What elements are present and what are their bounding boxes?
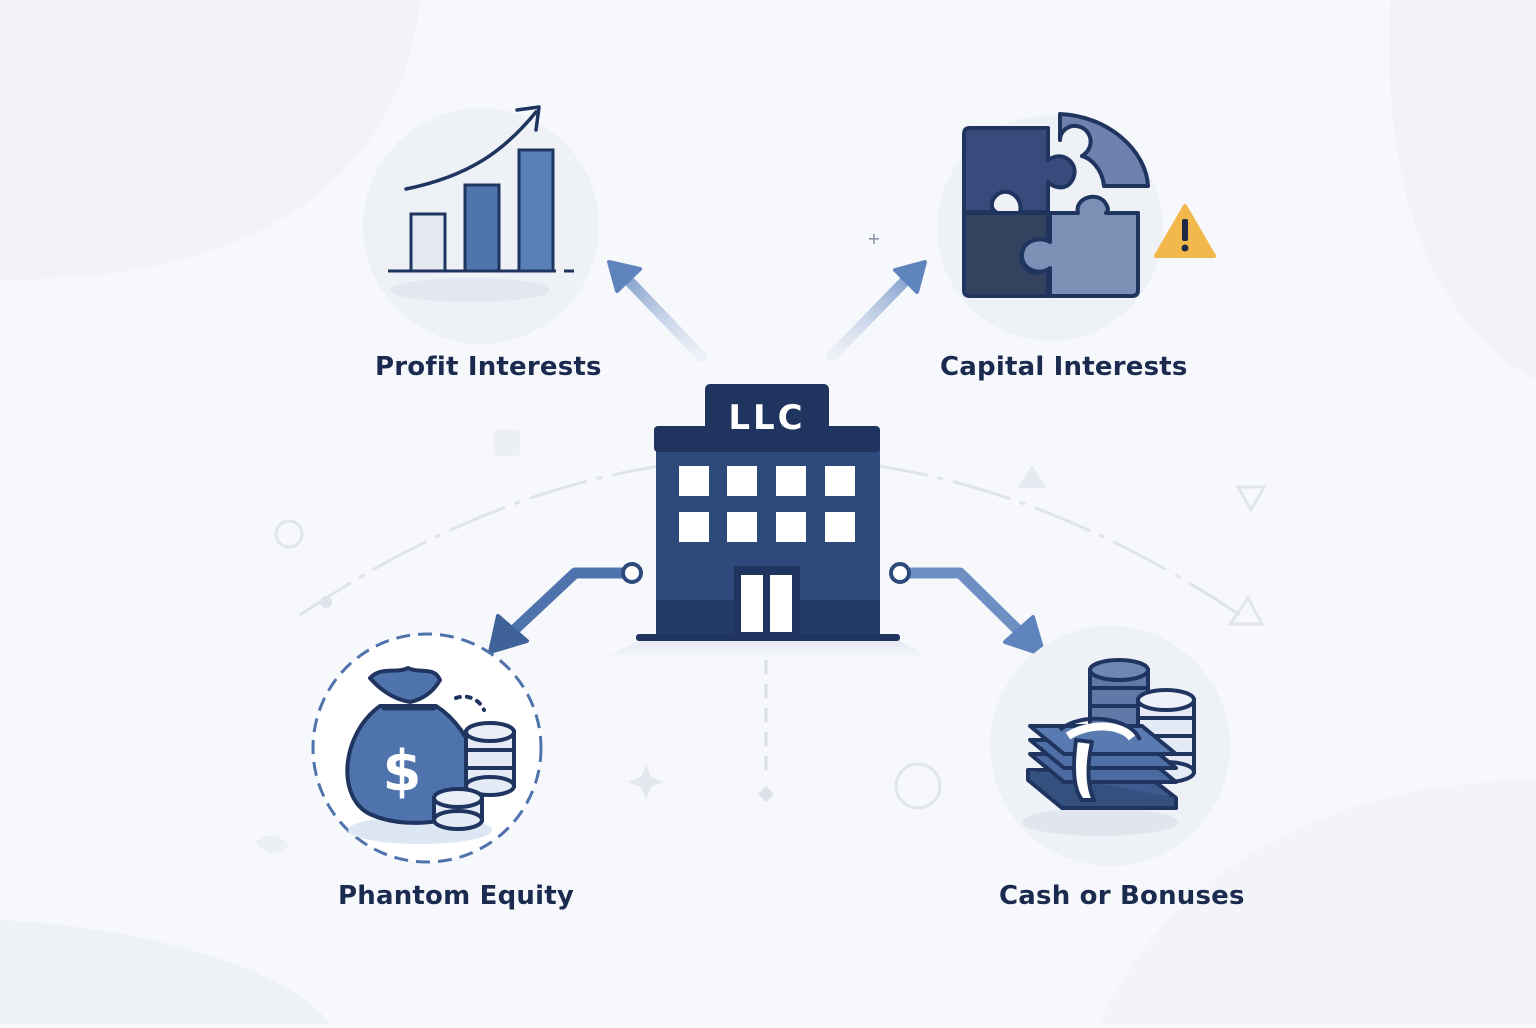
cash-stack-coins-icon	[990, 626, 1230, 866]
small-diamond	[758, 786, 774, 802]
plus-mark: +	[867, 229, 880, 248]
label-phantom-equity: Phantom Equity	[338, 881, 575, 911]
bar-chart-growth-icon	[363, 105, 599, 344]
llc-sign-text: LLC	[728, 398, 805, 438]
label-cash-or-bonuses: Cash or Bonuses	[999, 881, 1245, 911]
puzzle-warning-icon	[937, 112, 1216, 341]
svg-text:$: $	[383, 739, 422, 804]
small-sparkle	[628, 764, 664, 800]
arrow-to-profit-interests	[607, 260, 708, 363]
arrow-to-phantom-equity	[488, 562, 643, 654]
decorative-shapes	[256, 430, 1267, 853]
label-profit-interests: Profit Interests	[375, 352, 602, 382]
arrow-to-cash-or-bonuses	[889, 562, 1046, 657]
arrow-to-capital-interests	[826, 260, 927, 362]
money-bag-coins-icon: $	[311, 632, 543, 864]
orbit-dot-left	[320, 596, 332, 608]
label-capital-interests: Capital Interests	[940, 352, 1188, 382]
llc-building-icon	[604, 384, 930, 658]
